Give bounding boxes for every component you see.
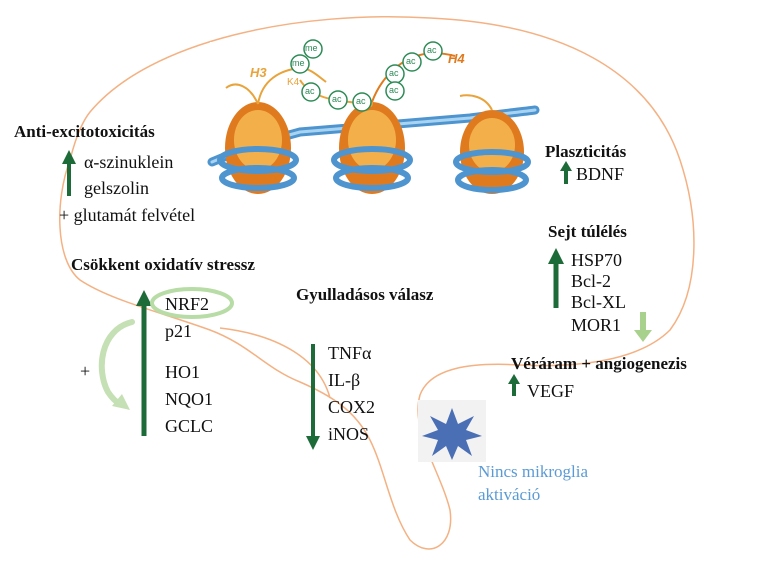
anti-excito-title: Anti-excitotoxicitás — [14, 122, 155, 141]
microglia-line1: Nincs mikroglia — [478, 462, 589, 481]
anti-excito-extra: + glutamát felvétel — [59, 205, 196, 225]
up-arrow-anti-excito — [62, 150, 76, 196]
survival-title: Sejt túlélés — [548, 222, 627, 241]
me-mark: me — [292, 58, 305, 68]
ac-mark: ac — [427, 45, 437, 55]
list-item: iNOS — [328, 424, 370, 444]
blood-title: Véráram + angiogenezis — [511, 354, 687, 373]
up-arrow-vegf — [508, 374, 520, 396]
nucleosome-3 — [453, 110, 531, 194]
plasticity-title: Plaszticitás — [545, 142, 627, 161]
h3-label: H3 — [250, 65, 267, 80]
oxidative-title: Csökkent oxidatív stressz — [71, 255, 255, 274]
inflammation-title: Gyulladásos válasz — [296, 285, 434, 304]
anti-excito-list: α-szinuklein gelszolin — [84, 153, 173, 197]
microglia-line2: aktiváció — [478, 485, 541, 504]
survival-list: HSP70 Bcl-2 Bcl-XL — [571, 251, 626, 314]
microglia-star-icon — [418, 400, 486, 462]
down-arrow-inflammation — [306, 344, 320, 450]
nucleosome-1 — [217, 102, 299, 194]
up-arrow-bdnf — [560, 161, 572, 184]
list-item: Bcl-2 — [571, 271, 611, 291]
blood-item: VEGF — [527, 381, 575, 401]
ac-mark: ac — [356, 96, 366, 106]
k4-label: K4 — [287, 77, 300, 88]
list-item: IL-β — [328, 370, 361, 390]
list-item: HO1 — [165, 362, 200, 382]
list-item: COX2 — [328, 397, 376, 417]
me-mark: me — [305, 43, 318, 53]
nucleosome-2 — [331, 102, 413, 194]
list-item: TNFα — [328, 343, 372, 363]
down-arrow-mor1 — [634, 312, 652, 342]
ac-mark: ac — [389, 85, 399, 95]
list-item: NRF2 — [165, 294, 210, 314]
list-item: α-szinuklein — [84, 152, 174, 172]
list-item: HSP70 — [571, 250, 623, 270]
ac-mark: ac — [305, 86, 315, 96]
up-arrow-survival — [548, 248, 564, 308]
list-item: p21 — [165, 321, 192, 341]
survival-down-item: MOR1 — [571, 315, 622, 335]
nrf2-highlight — [150, 287, 234, 319]
plasticity-item: BDNF — [576, 164, 625, 184]
list-item: GCLC — [165, 416, 214, 436]
feedback-curved-arrow — [98, 319, 135, 410]
h4-label: H4 — [448, 51, 465, 66]
list-item: gelszolin — [84, 178, 149, 198]
feedback-plus: + — [80, 361, 91, 381]
list-item: Bcl-XL — [571, 292, 626, 312]
ac-mark: ac — [332, 94, 342, 104]
ac-mark: ac — [406, 56, 416, 66]
list-item: NQO1 — [165, 389, 213, 409]
brain-fold — [219, 327, 331, 399]
inflammation-list: TNFα IL-β COX2 iNOS — [328, 344, 375, 443]
histone-illustration — [207, 39, 540, 220]
up-arrow-oxidative — [136, 290, 152, 436]
ac-mark: ac — [389, 68, 399, 78]
oxidative-list: NRF2 p21 HO1 NQO1 GCLC — [165, 295, 213, 435]
